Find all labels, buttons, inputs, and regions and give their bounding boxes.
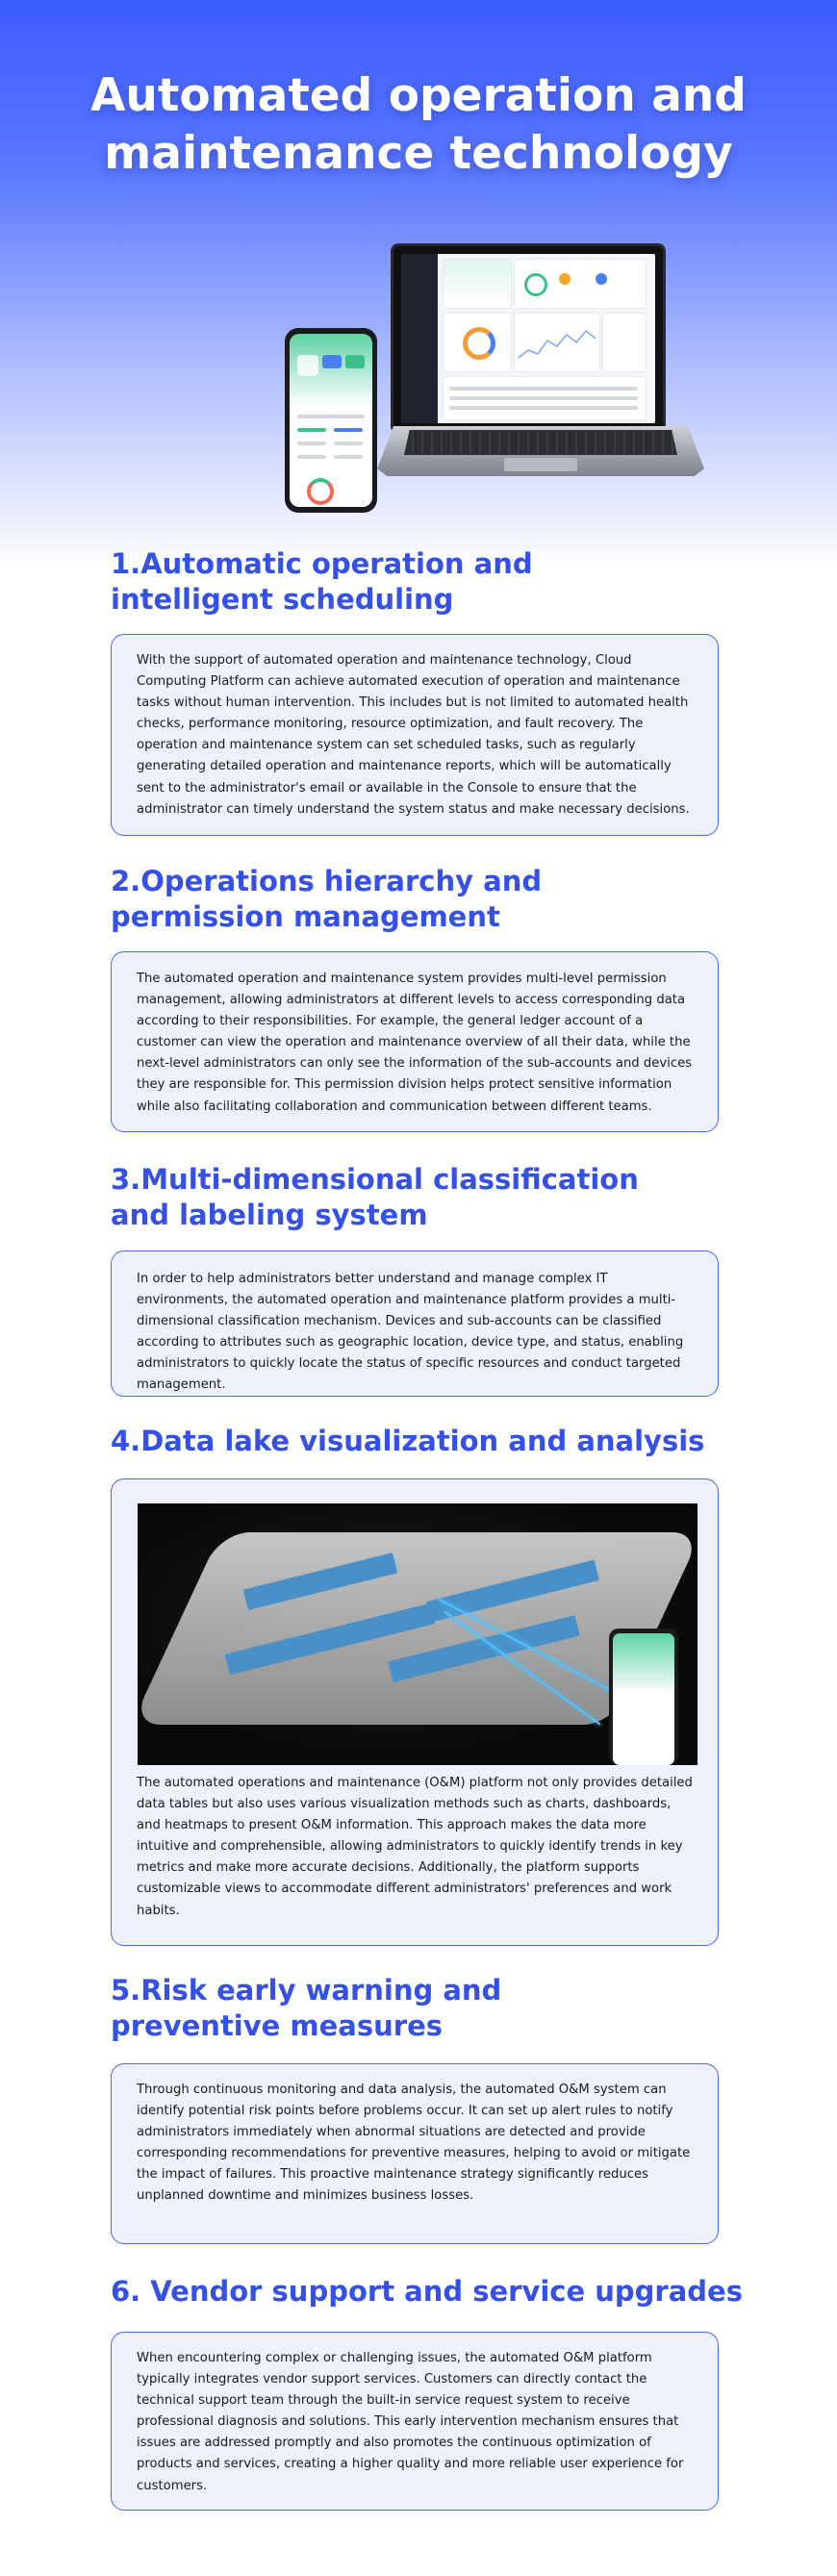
hero-banner: Automated operation and maintenance tech… — [0, 0, 837, 568]
dashboard-table — [444, 377, 646, 419]
data-lake-illustration — [138, 1503, 698, 1765]
app-tile — [322, 355, 342, 368]
section-body: In order to help administrators better u… — [137, 1272, 684, 1393]
section-body: The automated operation and maintenance … — [137, 972, 693, 1114]
section-title-risk-warning: 5.Risk early warning and preventive meas… — [111, 1974, 502, 2042]
status-dot-icon — [559, 273, 571, 285]
section-card-vendor-support: When encountering complex or challenging… — [111, 2332, 719, 2511]
section-title-automatic-operation: 1.Automatic operation and intelligent sc… — [111, 547, 533, 616]
mobile-app-screenshot — [290, 334, 372, 507]
dashboard-card — [515, 260, 646, 308]
laptop-keyboard — [404, 430, 677, 455]
dashboard-sidebar — [401, 254, 438, 423]
dashboard-card — [444, 260, 511, 308]
section-body: The automated operations and maintenance… — [137, 1776, 693, 1918]
phone-mockup-image — [285, 328, 377, 513]
section-title-classification: 3.Multi-dimensional classification and l… — [111, 1163, 639, 1231]
line-chart-icon — [518, 329, 596, 359]
app-tile — [345, 355, 365, 368]
section-body: With the support of automated operation … — [137, 653, 690, 817]
dashboard-card — [515, 314, 599, 371]
section-card-risk-warning: Through continuous monitoring and data a… — [111, 2063, 719, 2244]
section-title-vendor-support: 6. Vendor support and service upgrades — [111, 2275, 743, 2308]
gauge-icon — [524, 273, 547, 296]
app-tile — [297, 355, 318, 376]
section-card-automatic-operation: With the support of automated operation … — [111, 634, 719, 836]
section-title-data-lake: 4.Data lake visualization and analysis — [111, 1425, 705, 1457]
mobile-app-screenshot — [613, 1633, 674, 1765]
section-body: Through continuous monitoring and data a… — [137, 2083, 691, 2204]
donut-chart-icon — [463, 327, 495, 360]
phone-mockup-image — [609, 1629, 678, 1765]
status-dot-icon — [596, 273, 607, 285]
section-body: When encountering complex or challenging… — [137, 2351, 684, 2493]
dashboard-screenshot — [401, 254, 655, 423]
dashboard-card — [603, 314, 646, 371]
laptop-touchpad — [504, 458, 577, 471]
section-card-classification: In order to help administrators better u… — [111, 1250, 719, 1397]
donut-chart-icon — [307, 478, 334, 505]
laptop-mockup-image — [391, 243, 666, 434]
section-card-permission-management: The automated operation and maintenance … — [111, 951, 719, 1132]
section-title-permission-management: 2.Operations hierarchy and permission ma… — [111, 865, 543, 933]
dashboard-card — [444, 314, 511, 371]
page-title: Automated operation and maintenance tech… — [90, 69, 747, 180]
